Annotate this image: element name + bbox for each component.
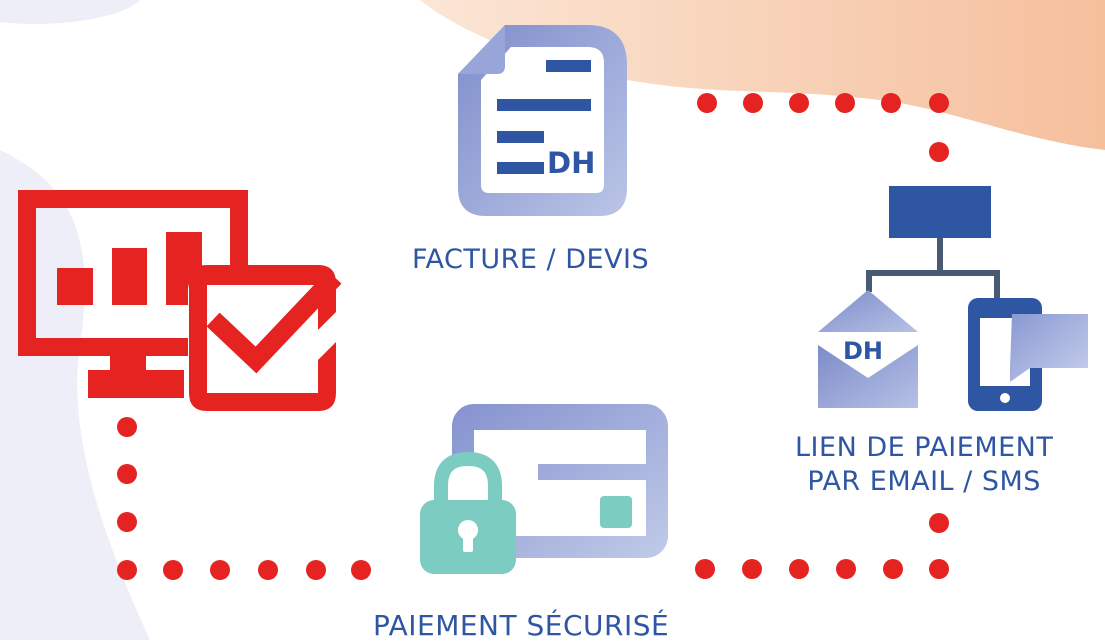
- doc-line-2: [497, 99, 591, 111]
- secure-card-lock-icon: [412, 404, 668, 574]
- doc-line-1: [546, 60, 591, 72]
- doc-currency-badge: DH: [547, 146, 595, 180]
- doc-line-4: [497, 162, 544, 174]
- lavender-blob-top: [0, 0, 140, 24]
- payment-link-label: LIEN DE PAIEMENT PAR EMAIL / SMS: [795, 431, 1053, 499]
- connector-bottom-right: [695, 513, 949, 579]
- chat-bubble-icon: [1010, 314, 1088, 382]
- doc-line-3: [497, 131, 544, 143]
- email-sms-link-icon: DH: [818, 186, 1088, 411]
- connector-top-right: [697, 93, 949, 162]
- envelope-currency-badge: DH: [843, 337, 883, 365]
- padlock-icon: [412, 451, 538, 574]
- facture-devis-label: FACTURE / DEVIS: [412, 244, 650, 275]
- connector-bottom-left: [117, 417, 371, 580]
- payment-link-label-line-2: PAR EMAIL / SMS: [807, 465, 1041, 497]
- link-hub-box: [889, 186, 991, 238]
- envelope-icon: DH: [818, 290, 918, 408]
- invoice-document-icon: DH: [458, 25, 627, 216]
- card-chip: [600, 496, 632, 528]
- lavender-blob: [0, 150, 150, 640]
- dashboard-monitor-check-icon: [18, 190, 348, 413]
- secure-payment-label: PAIEMENT SÉCURISÉ: [373, 609, 670, 642]
- payment-link-label-line-1: LIEN DE PAIEMENT: [795, 432, 1054, 463]
